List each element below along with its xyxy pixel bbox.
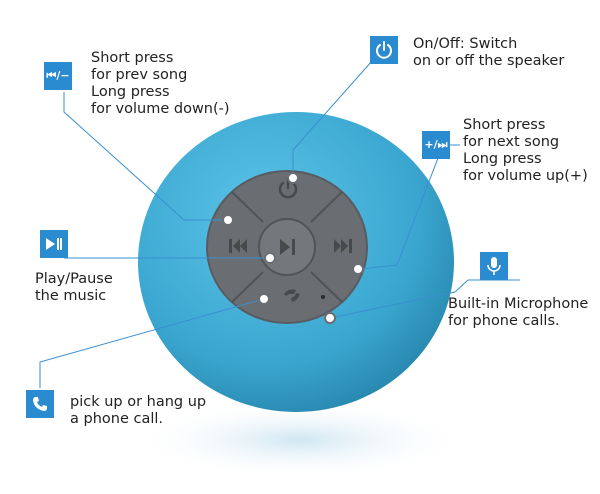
button-glyphs (229, 239, 352, 255)
prev-track-icon: ⏮/− (44, 62, 72, 90)
play-glyph-icon (280, 239, 290, 255)
phone-glyph-icon (284, 289, 300, 302)
callout-line: for prev song (91, 67, 188, 83)
callout-mic: Built-in Microphone for phone calls. (448, 296, 588, 330)
callout-play: Play/Pause the music (35, 271, 113, 305)
callout-line: for volume down(-) (91, 101, 230, 117)
callout-line: Long press (463, 151, 542, 167)
play-pause-icon (40, 230, 68, 258)
pause-glyph-icon (292, 239, 295, 255)
callout-line: pick up or hang up (70, 394, 207, 410)
callout-line: on or off the speaker (413, 53, 565, 69)
button-dividers (231, 191, 343, 303)
phone-icon (26, 390, 54, 418)
speaker-reflection (130, 400, 470, 480)
callout-line: for next song (463, 134, 560, 150)
microphone-icon (480, 252, 508, 280)
callout-line: Short press (91, 50, 174, 66)
callout-line: the music (35, 288, 107, 304)
callout-phone: pick up or hang up a phone call. (70, 394, 206, 428)
callout-power: On/Off: Switch on or off the speaker (413, 36, 564, 70)
callout-line: Built-in Microphone (448, 296, 589, 312)
callout-line: for volume up(+) (463, 168, 588, 184)
button-plate-rim (206, 170, 368, 324)
callout-line: Long press (91, 84, 170, 100)
callout-line: Short press (463, 117, 546, 133)
callout-line: On/Off: Switch (413, 36, 518, 52)
callout-line: Play/Pause (35, 271, 113, 287)
next-glyph-icon (334, 239, 352, 253)
prev-glyph-icon (229, 239, 247, 253)
power-icon (370, 36, 398, 64)
next-track-icon: +/⏭ (422, 131, 450, 159)
callout-prev: Short press for prev song Long press for… (91, 50, 230, 118)
callout-next: Short press for next song Long press for… (463, 117, 588, 185)
callout-markers (222, 172, 364, 324)
mic-hole (321, 295, 325, 299)
callout-line: for phone calls. (448, 313, 560, 329)
callout-line: a phone call. (70, 411, 164, 427)
leader-lines (39, 51, 520, 388)
